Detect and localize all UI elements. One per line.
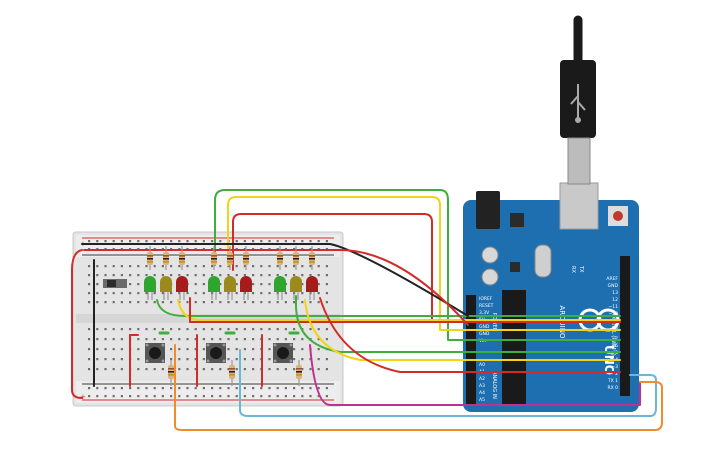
push-button[interactable] bbox=[206, 343, 226, 363]
analog-pin-label: A4 bbox=[479, 390, 485, 396]
digital-pin-label: ~3 bbox=[611, 364, 618, 370]
wire-cyan[interactable] bbox=[239, 349, 657, 417]
usb-cable bbox=[560, 15, 596, 185]
power-analog-header bbox=[466, 295, 476, 405]
push-button[interactable] bbox=[145, 343, 165, 363]
rx-label: RX bbox=[570, 266, 576, 273]
resistor[interactable] bbox=[277, 246, 283, 270]
wire-yellow[interactable] bbox=[304, 299, 621, 361]
resistor[interactable] bbox=[296, 360, 302, 386]
power-pin-label: GND bbox=[479, 331, 490, 337]
analog-pin-label: A2 bbox=[479, 376, 485, 382]
power-pin-label: IOREF bbox=[479, 296, 493, 302]
led-red[interactable] bbox=[306, 276, 318, 300]
digital-pin-label: 8 bbox=[615, 325, 618, 331]
wire-yellow[interactable] bbox=[227, 196, 621, 331]
digital-pin-label: ~6 bbox=[611, 343, 618, 349]
led-yellow[interactable] bbox=[224, 276, 236, 300]
arduino-uno-board[interactable]: ARDUINO UNO POWER ANALOG IN DIGITAL (PWM… bbox=[463, 182, 639, 412]
power-pin-label: RESET bbox=[479, 303, 494, 309]
dc-power-jack bbox=[476, 191, 500, 229]
wire-black[interactable] bbox=[81, 243, 469, 317]
push-button[interactable] bbox=[273, 343, 293, 363]
digital-pin-label: 2 bbox=[615, 371, 618, 377]
tx-label: TX bbox=[578, 265, 584, 273]
wires bbox=[71, 189, 663, 431]
rail-plus-label-bottom: + bbox=[80, 393, 86, 401]
capacitor bbox=[481, 246, 499, 264]
led-green[interactable] bbox=[144, 276, 156, 300]
wire-red[interactable] bbox=[71, 249, 83, 399]
resistor[interactable] bbox=[309, 246, 315, 270]
wire-green[interactable] bbox=[156, 299, 621, 317]
led-green[interactable] bbox=[208, 276, 220, 300]
power-pin-label: GND bbox=[479, 324, 490, 330]
wire-red[interactable] bbox=[232, 213, 621, 323]
wire-green[interactable] bbox=[214, 189, 621, 341]
led-red[interactable] bbox=[240, 276, 252, 300]
resistor[interactable] bbox=[168, 360, 174, 386]
resistor[interactable] bbox=[229, 360, 235, 386]
analog-pin-label: A3 bbox=[479, 383, 485, 389]
resistor[interactable] bbox=[293, 246, 299, 270]
wire-red[interactable] bbox=[189, 297, 621, 323]
analog-pin-label: A0 bbox=[479, 362, 485, 368]
digital-label: DIGITAL (PWM~) bbox=[610, 314, 616, 356]
digital-pin-label: 13 bbox=[612, 290, 618, 296]
resistor[interactable] bbox=[227, 246, 233, 270]
led-yellow[interactable] bbox=[160, 276, 172, 300]
slide-switch[interactable] bbox=[103, 279, 127, 288]
wire-red[interactable] bbox=[83, 249, 469, 326]
led-yellow[interactable] bbox=[290, 276, 302, 300]
digital-pin-label: ~10 bbox=[609, 311, 619, 317]
led-green[interactable] bbox=[274, 276, 286, 300]
atmega-chip bbox=[502, 290, 526, 406]
usb-trident-icon bbox=[570, 84, 586, 123]
analog-pin-label: A5 bbox=[479, 397, 485, 403]
usb-port bbox=[559, 182, 599, 230]
capacitor bbox=[481, 268, 499, 286]
resistor[interactable] bbox=[163, 246, 169, 270]
led-red[interactable] bbox=[176, 276, 188, 300]
digital-pin-label: 12 bbox=[612, 297, 618, 303]
wire-yellow[interactable] bbox=[177, 299, 621, 321]
resistor[interactable] bbox=[211, 246, 217, 270]
analog-label: ANALOG IN bbox=[491, 371, 497, 399]
digital-pin-label: AREF bbox=[606, 276, 618, 282]
digital-pin-label: GND bbox=[608, 283, 619, 289]
resistor[interactable] bbox=[179, 246, 185, 270]
wire-magenta[interactable] bbox=[309, 344, 641, 406]
digital-pin-label: ~11 bbox=[609, 304, 619, 310]
digital-pin-label: RX 0 bbox=[607, 385, 618, 391]
power-pin-label: 3.3V bbox=[479, 310, 490, 316]
digital-header bbox=[620, 256, 630, 396]
wire-orange[interactable] bbox=[174, 344, 663, 431]
resistor[interactable] bbox=[243, 246, 249, 270]
crystal bbox=[534, 244, 552, 278]
wire-red[interactable] bbox=[319, 297, 621, 373]
digital-pin-label: TX 1 bbox=[607, 378, 618, 384]
resistor[interactable] bbox=[147, 246, 153, 270]
